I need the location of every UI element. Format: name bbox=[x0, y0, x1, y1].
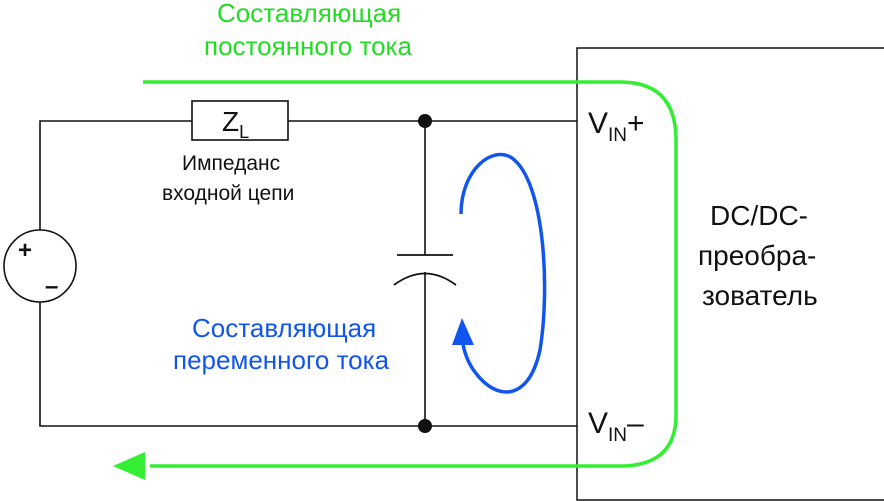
dc-component-label-line2: постоянного тока bbox=[204, 31, 412, 61]
junction-dot-bottom bbox=[418, 419, 432, 433]
ac-current-loop bbox=[459, 152, 547, 394]
zl-label: ZL bbox=[222, 106, 249, 142]
impedance-caption-line2: входной цепи bbox=[162, 182, 294, 205]
vin-minus-sign: – bbox=[627, 407, 644, 440]
dc-arrow-head bbox=[113, 452, 145, 480]
ac-component-label-line1: Составляющая bbox=[192, 313, 376, 343]
converter-label-line2: преобра- bbox=[698, 240, 816, 271]
impedance-caption-line1: Импеданс bbox=[182, 152, 280, 175]
ac-component-label-line2: переменного тока bbox=[173, 345, 390, 375]
vin-plus-main: V bbox=[588, 107, 608, 140]
vin-minus-label: VIN– bbox=[588, 407, 644, 446]
zl-main: Z bbox=[222, 106, 239, 137]
capacitor-icon bbox=[393, 254, 457, 286]
circuit-wires bbox=[39, 120, 577, 427]
ac-arrow-head bbox=[452, 318, 474, 345]
converter-box bbox=[576, 47, 884, 501]
vin-minus-main: V bbox=[588, 407, 608, 440]
vin-plus-sub: IN bbox=[608, 125, 627, 146]
vin-minus-sub: IN bbox=[608, 425, 627, 446]
vin-plus-label: VIN+ bbox=[588, 107, 645, 146]
junction-dot-top bbox=[418, 114, 432, 128]
converter-label-line1: DC/DC- bbox=[710, 200, 808, 231]
impedance-zl-box bbox=[191, 100, 289, 141]
source-plus-sign: + bbox=[18, 237, 32, 264]
voltage-source-icon bbox=[3, 229, 77, 303]
vin-plus-sign: + bbox=[627, 107, 645, 140]
source-minus-sign: – bbox=[45, 273, 58, 300]
top-wire-left bbox=[39, 120, 192, 242]
converter-label-line3: зователь bbox=[702, 280, 818, 311]
bottom-wire bbox=[39, 290, 577, 427]
zl-sub: L bbox=[239, 122, 249, 142]
dc-current-path bbox=[143, 80, 678, 468]
dc-component-label-line1: Составляющая bbox=[217, 0, 401, 28]
